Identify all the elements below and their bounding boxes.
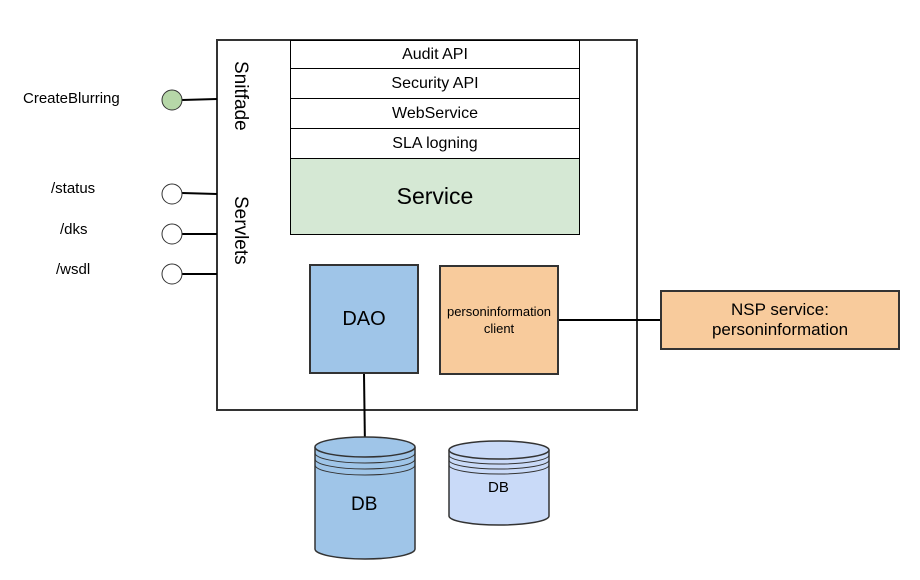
sla-logning-layer: SLA logning xyxy=(290,128,580,159)
status-port[interactable] xyxy=(161,183,183,205)
security-api-label: Security API xyxy=(391,74,479,92)
client-label-line1: personinformation xyxy=(446,304,552,319)
wsdl-label: /wsdl xyxy=(56,261,91,278)
sla-logning-label: SLA logning xyxy=(392,134,478,152)
dao-db-connector xyxy=(363,373,366,449)
webservice-label: WebService xyxy=(392,104,478,122)
create-blurring-label: CreateBlurring xyxy=(23,90,120,107)
db-secondary-label: DB xyxy=(488,479,509,496)
database-primary xyxy=(314,436,416,560)
personinformation-client-box: personinformation client xyxy=(439,265,559,375)
db-primary-label: DB xyxy=(351,494,378,515)
nsp-label-line2: personinformation xyxy=(711,320,849,339)
database-secondary xyxy=(448,440,550,526)
dao-label: DAO xyxy=(342,307,386,330)
service-layer: Service xyxy=(290,158,580,235)
status-connector xyxy=(181,192,218,195)
audit-api-layer: Audit API xyxy=(290,40,580,69)
create-blurring-connector xyxy=(181,98,218,101)
create-blurring-port[interactable] xyxy=(161,89,183,111)
audit-api-label: Audit API xyxy=(402,45,468,63)
dao-box: DAO xyxy=(309,264,419,374)
wsdl-port[interactable] xyxy=(161,263,183,285)
servlets-label: Servlets xyxy=(230,196,251,265)
client-label-line2: client xyxy=(483,321,515,336)
dks-label: /dks xyxy=(60,221,88,238)
service-label: Service xyxy=(396,183,474,209)
dks-port[interactable] xyxy=(161,223,183,245)
security-api-layer: Security API xyxy=(290,68,580,99)
nsp-service-box: NSP service: personinformation xyxy=(660,290,900,350)
snitfade-label: Snitfade xyxy=(230,61,251,131)
nsp-label-line1: NSP service: xyxy=(731,300,829,319)
webservice-layer: WebService xyxy=(290,98,580,129)
status-label: /status xyxy=(51,180,96,197)
